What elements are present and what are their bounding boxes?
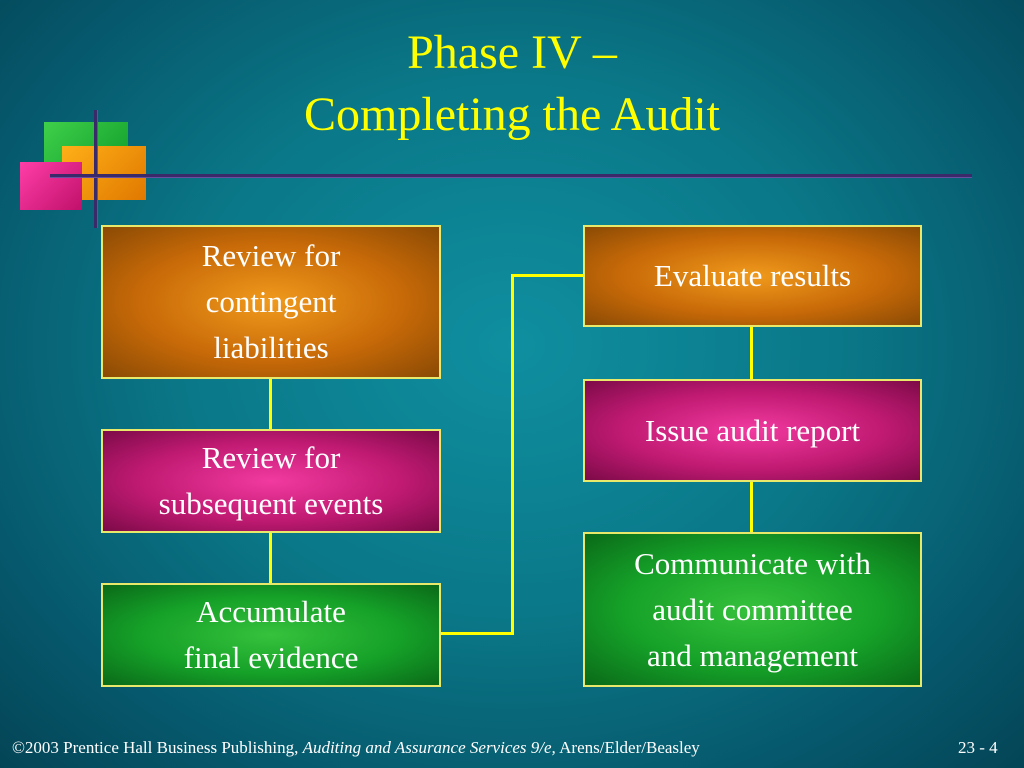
title-line-1: Phase IV – bbox=[407, 26, 617, 79]
slide-number: 23 - 4 bbox=[958, 738, 998, 757]
step-line: subsequent events bbox=[158, 486, 384, 521]
step-issue-audit-report: Issue audit report bbox=[583, 379, 922, 482]
step-evaluate-results: Evaluate results bbox=[583, 225, 922, 327]
connector-accumulate-out bbox=[440, 632, 514, 635]
step-line: Evaluate results bbox=[653, 258, 852, 293]
step-line: and management bbox=[647, 637, 858, 673]
step-line: Issue audit report bbox=[644, 412, 861, 448]
connector-left-2-3 bbox=[269, 532, 272, 584]
connector-vertical-bridge bbox=[511, 274, 514, 635]
connector-evaluate-in bbox=[511, 274, 585, 277]
decorative-vertical-rule bbox=[94, 110, 97, 228]
step-communicate-audit-committee: Communicate with audit committee and man… bbox=[583, 532, 922, 687]
step-review-subsequent-events: Review for subsequent events bbox=[101, 429, 441, 533]
slide-title: Phase IV – Completing the Audit bbox=[0, 22, 1024, 146]
footer-authors: Arens/Elder/Beasley bbox=[555, 738, 700, 757]
step-line: Review for bbox=[201, 440, 341, 475]
step-review-contingent-liabilities: Review for contingent liabilities bbox=[101, 225, 441, 379]
title-divider-rule bbox=[50, 174, 972, 177]
footer-publisher: ©2003 Prentice Hall Business Publishing, bbox=[12, 738, 303, 757]
step-line: Review for bbox=[201, 238, 341, 273]
connector-right-1-2 bbox=[750, 326, 753, 380]
footer-citation: ©2003 Prentice Hall Business Publishing,… bbox=[12, 738, 1012, 758]
footer-book-title: Auditing and Assurance Services 9/e, bbox=[302, 738, 556, 757]
step-accumulate-final-evidence: Accumulate final evidence bbox=[101, 583, 441, 687]
connector-right-2-3 bbox=[750, 480, 753, 534]
step-line: liabilities bbox=[213, 330, 329, 365]
title-line-2: Completing the Audit bbox=[304, 88, 720, 141]
step-line: contingent bbox=[205, 284, 337, 319]
connector-left-1-2 bbox=[269, 378, 272, 430]
decorative-pink-square bbox=[20, 162, 82, 210]
step-line: Communicate with bbox=[634, 545, 871, 581]
step-line: Accumulate bbox=[196, 594, 346, 629]
step-line: final evidence bbox=[183, 640, 359, 675]
step-line: audit committee bbox=[652, 591, 853, 627]
